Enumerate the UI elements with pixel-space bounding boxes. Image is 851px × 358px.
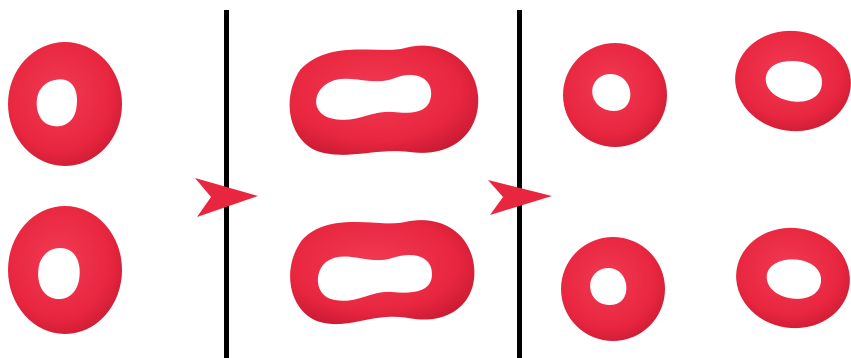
divider-2 [517, 10, 522, 358]
panel-1 [8, 42, 122, 334]
ring-top-oval [729, 23, 851, 138]
ring-bottom-left [8, 206, 122, 334]
divider-1 [224, 10, 229, 358]
ring-bottom-round [561, 237, 665, 341]
ring-peanut-top [290, 46, 479, 155]
panel-3 [561, 23, 851, 341]
ring-bottom-oval [730, 221, 851, 336]
panel-2 [290, 46, 479, 325]
ring-top-left [8, 42, 122, 166]
ring-peanut-bottom [290, 220, 474, 324]
ring-top-round [563, 43, 667, 147]
